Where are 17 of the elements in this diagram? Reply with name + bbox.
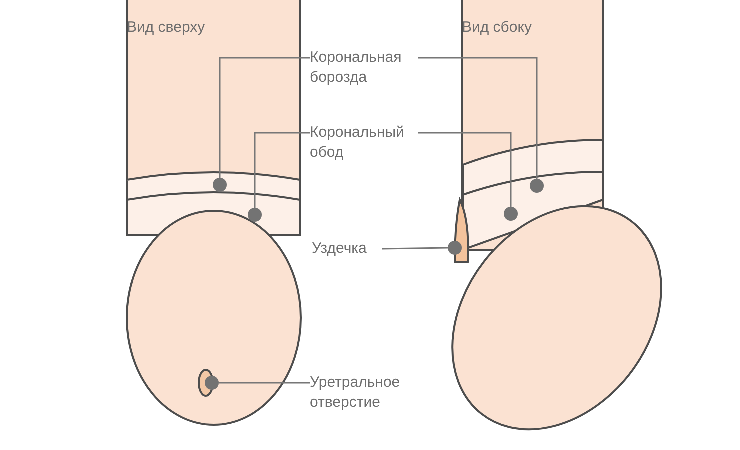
leader-line <box>254 132 310 208</box>
marker-dot <box>448 241 462 255</box>
part-label: Уздечка <box>312 239 382 259</box>
leader-line <box>418 132 512 207</box>
marker-dot <box>205 376 219 390</box>
part-label: Корональный обод <box>310 123 418 163</box>
view-title: Вид сверху <box>127 18 206 38</box>
marker-dot <box>504 207 518 221</box>
leader-line <box>382 247 448 250</box>
part-label: Уретральное отверстие <box>310 373 418 413</box>
leader-line <box>219 57 310 178</box>
leader-line <box>418 57 538 179</box>
part-label: Корональная борозда <box>310 48 418 88</box>
marker-dot <box>530 179 544 193</box>
marker-dot <box>248 208 262 222</box>
view-title: Вид сбоку <box>462 18 532 38</box>
marker-dot <box>213 178 227 192</box>
